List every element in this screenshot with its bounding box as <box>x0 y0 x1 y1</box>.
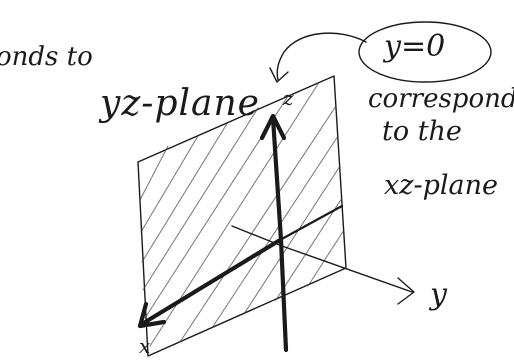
z-axis <box>259 113 289 353</box>
equation-label: y=0 <box>384 29 446 64</box>
x-axis-label: x <box>139 334 151 358</box>
right-note-line-3: xz-plane <box>384 170 498 201</box>
left-note-line-2: yz-plane <box>100 83 260 124</box>
equation-bubble <box>358 21 492 83</box>
z-axis-label: z <box>283 86 294 110</box>
right-note-line-2: to the <box>382 116 462 147</box>
x-axis <box>137 204 344 329</box>
y-axis-label: y <box>430 277 447 312</box>
y-axis <box>231 225 415 305</box>
pointer-arrow <box>269 32 367 83</box>
left-note-line-1: onds to <box>0 42 93 72</box>
right-note-line-1: corresponds <box>368 84 514 114</box>
